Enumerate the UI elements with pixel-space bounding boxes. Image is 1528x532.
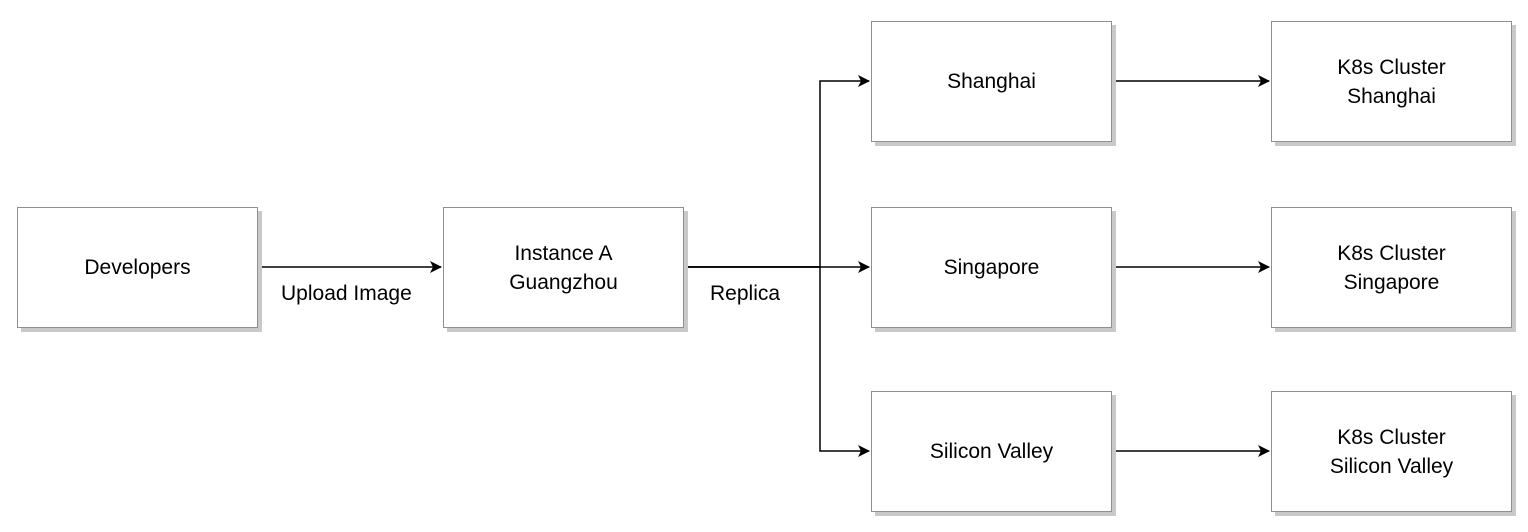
edge-instance-to-shanghai [684, 75, 870, 268]
node-developers-label: Developers [84, 256, 191, 279]
node-shanghai-label: Shanghai [947, 70, 1036, 93]
node-singapore-label: Singapore [943, 256, 1040, 279]
edge-instance-to-silicon-valley [684, 266, 870, 457]
edge-label-upload-image: Upload Image [281, 282, 412, 306]
node-instance-a-label: Instance A Guangzhou [509, 241, 618, 294]
edge-label-replica: Replica [710, 282, 781, 306]
node-singapore: Singapore [871, 207, 1112, 328]
node-silicon-valley-label: Silicon Valley [929, 440, 1054, 463]
node-k8s-singapore: K8s Cluster Singapore [1271, 207, 1512, 328]
node-developers: Developers [17, 207, 258, 328]
node-shanghai: Shanghai [871, 21, 1112, 142]
node-silicon-valley: Silicon Valley [871, 391, 1112, 512]
node-instance-a: Instance A Guangzhou [443, 207, 684, 328]
node-k8s-silicon-valley-label: K8s Cluster Silicon Valley [1329, 425, 1454, 478]
node-k8s-shanghai-label: K8s Cluster Shanghai [1337, 55, 1446, 108]
node-k8s-singapore-label: K8s Cluster Singapore [1337, 241, 1446, 294]
node-k8s-silicon-valley: K8s Cluster Silicon Valley [1271, 391, 1512, 512]
node-k8s-shanghai: K8s Cluster Shanghai [1271, 21, 1512, 142]
